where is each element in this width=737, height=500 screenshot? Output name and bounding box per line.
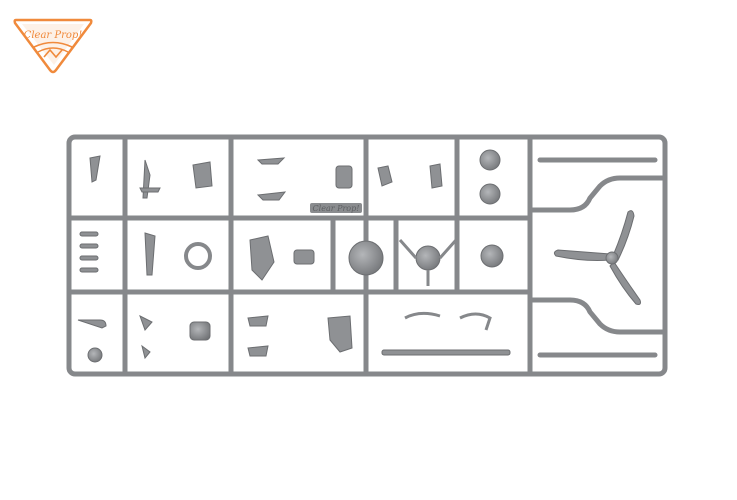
parts-column-4: [247, 157, 315, 357]
parts-column-7: [479, 149, 504, 268]
parts-column-3: [184, 161, 213, 341]
svg-text:Clear Prop!: Clear Prop!: [24, 30, 83, 41]
propeller-runners: [527, 157, 668, 358]
parts-column-6: [381, 163, 511, 356]
parts-column-2: [139, 159, 161, 360]
clear-prop-logo: Clear Prop!: [13, 18, 93, 74]
parts-column-1: [77, 155, 107, 363]
parts-column-5: [327, 165, 393, 353]
propeller-part: [553, 210, 641, 305]
svg-text:Clear Prop!: Clear Prop!: [313, 204, 360, 213]
sprue-embossed-label: Clear Prop!: [310, 203, 362, 213]
